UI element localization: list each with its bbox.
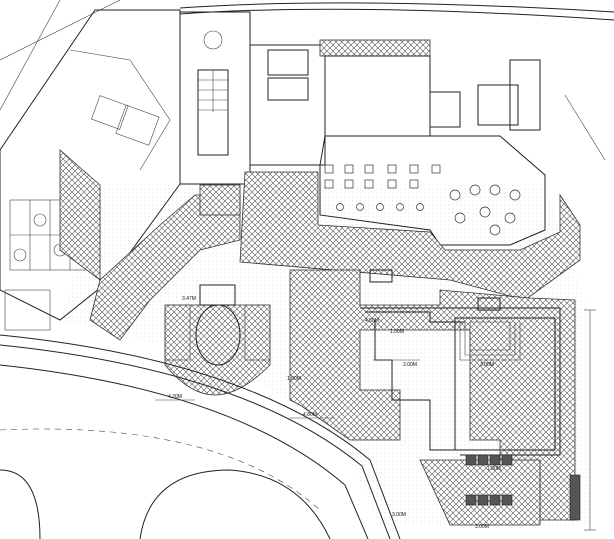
dining-tables xyxy=(324,164,521,236)
dim-label: 1.00M xyxy=(390,329,404,335)
dim-label: 4.80M xyxy=(303,412,317,418)
dimension-lines xyxy=(155,94,606,531)
curved-road xyxy=(0,334,401,539)
oval-court xyxy=(164,284,271,396)
top-road xyxy=(0,0,614,111)
dim-label: 3.00M xyxy=(392,512,406,518)
dim-label: 3.47M xyxy=(182,296,196,302)
main-building xyxy=(179,11,546,246)
dim-label: 4.50M xyxy=(365,318,379,324)
garden-pool xyxy=(360,269,581,521)
dim-label: 3.00M xyxy=(480,362,494,368)
revolving-door xyxy=(203,30,223,50)
dim-label: 1.80M xyxy=(287,376,301,382)
dim-label: 3.00M xyxy=(403,362,417,368)
dimension-labels: 3.47M 4.20M 4.80M 1.80M 3.00M 1.00M 4.50… xyxy=(168,296,501,530)
dim-label: 4.20M xyxy=(168,394,182,400)
dim-label: 3.00M xyxy=(475,524,489,530)
fountain-blocks xyxy=(465,454,513,506)
dim-label: 1.00M xyxy=(487,466,501,472)
left-wing-building xyxy=(0,9,181,331)
